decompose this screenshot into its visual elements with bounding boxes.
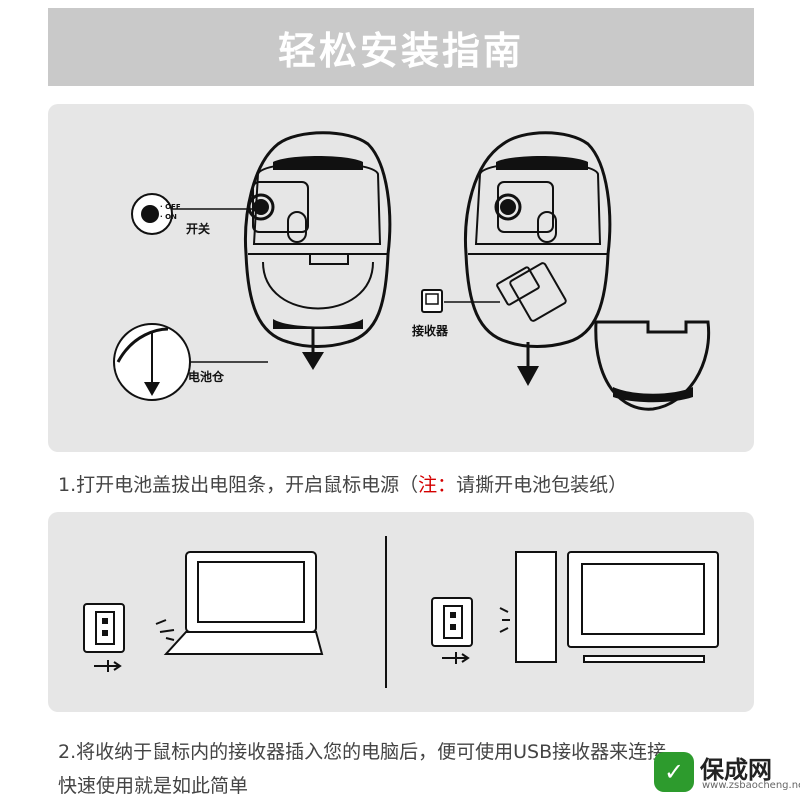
watermark: ✓ 保成网 www.zsbaocheng.net — [654, 750, 800, 796]
step-2-line-2: 快速使用就是如此简单 — [58, 775, 249, 797]
receiver-label: 接收器 — [412, 324, 449, 338]
switch-off-label: · OFF — [160, 203, 181, 211]
step-1-main-text: 1.打开电池盖拔出电阻条，开启鼠标电源（ — [58, 474, 419, 496]
monitor — [567, 551, 719, 648]
watermark-name: 保成网 — [700, 756, 772, 784]
step-1-note-label: 注： — [418, 474, 457, 496]
right-mouse-body — [464, 131, 612, 348]
watermark-url: www.zsbaocheng.net — [702, 780, 800, 791]
step-2-text: 2.将收纳于鼠标内的接收器插入您的电脑后，便可使用USB接收器来连接。 快速使用… — [58, 735, 738, 803]
title-banner: 轻松安装指南 — [48, 8, 754, 86]
installation-diagram-panel: · OFF · ON 开关 电池仓 接收器 — [48, 104, 754, 452]
shield-check-icon: ✓ — [654, 752, 694, 792]
left-mouse-body — [244, 131, 392, 348]
step-1-note-text: 请撕开电池包装纸） — [456, 474, 628, 496]
laptop-screen — [185, 551, 317, 633]
battery-cover — [594, 320, 711, 411]
step-2-line-1: 2.将收纳于鼠标内的接收器插入您的电脑后，便可使用USB接收器来连接。 — [58, 741, 686, 763]
laptop-base — [163, 631, 324, 655]
desktop-tower — [515, 551, 557, 663]
usb-connection-diagram — [83, 536, 719, 688]
mouse-diagram — [113, 131, 711, 411]
battery-compartment-label: 电池仓 — [188, 370, 225, 384]
page-title: 轻松安装指南 — [277, 28, 524, 73]
switch-label: 开关 — [186, 222, 211, 236]
switch-on-label: · ON — [160, 213, 177, 221]
step-1-text: 1.打开电池盖拔出电阻条，开启鼠标电源（注：请撕开电池包装纸） — [58, 470, 627, 497]
usb-connection-panel — [48, 512, 754, 712]
